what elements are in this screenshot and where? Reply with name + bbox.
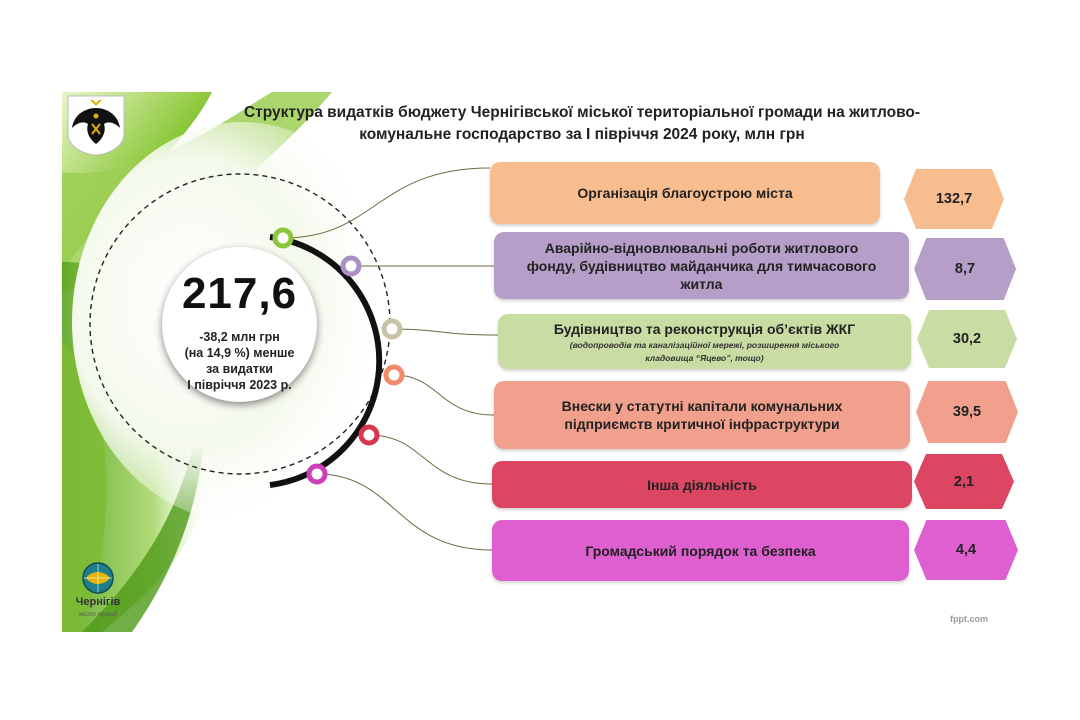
marker-dot-5 (358, 424, 380, 446)
category-card-2: Аварійно-відновлювальні роботи житлового… (494, 232, 909, 299)
note-line-2: (на 14,9 %) менше (184, 346, 295, 360)
total-value: 217,6 (181, 269, 298, 318)
title-line-2: комунальне господарство за І півріччя 20… (359, 126, 805, 143)
title-line-1: Структура видатків бюджету Чернігівської… (243, 104, 921, 121)
marker-dot-3 (381, 318, 403, 340)
category-value-3: 30,2 (917, 310, 1017, 368)
slide-title: Структура видатків бюджету Чернігівської… (172, 102, 992, 146)
connector-line-3 (391, 328, 499, 336)
marker-dot-6 (306, 463, 328, 485)
category-card-3: Будівництво та реконструкція об’єктів ЖК… (498, 314, 911, 369)
marker-dot-1 (272, 227, 294, 249)
category-label-line: Будівництво та реконструкція об’єктів ЖК… (553, 320, 856, 337)
category-label-line: житла (680, 275, 723, 292)
globe-icon (82, 562, 114, 594)
note-line-3: за видатки (206, 362, 273, 376)
category-label-line: Громадський порядок та безпека (585, 542, 816, 559)
category-value-4: 39,5 (916, 381, 1018, 443)
note-line-1: -38,2 млн грн (199, 330, 280, 344)
category-label-line: Внески у статутні капітали комунальних (561, 398, 843, 414)
category-value-2: 8,7 (914, 238, 1016, 300)
connector-line-4 (393, 374, 495, 416)
category-label-line: Організація благоустрою міста (577, 185, 793, 201)
category-note-line: (водопроводів та каналізаційної мережі, … (569, 339, 840, 350)
chernihiv-logo: Чернігів місто легенд (68, 562, 128, 626)
connector-line-1 (282, 167, 491, 239)
category-card-5: Інша діяльність (492, 461, 912, 508)
category-value-5: 2,1 (914, 454, 1014, 509)
category-card-6: Громадський порядок та безпека (492, 520, 909, 581)
slide: Структура видатків бюджету Чернігівської… (62, 92, 1020, 632)
marker-dot-4 (383, 364, 405, 386)
category-note-line: кладовища “Яцево”, тощо) (645, 352, 764, 363)
category-label-line: фонду, будівництво майданчика для тимчас… (526, 257, 877, 274)
marker-dot-2 (340, 255, 362, 277)
footer-brand: fppt.com (950, 614, 988, 624)
category-card-1: Організація благоустрою міста (490, 162, 880, 224)
category-label-line: Інша діяльність (647, 476, 757, 493)
city-name: Чернігів (75, 596, 121, 608)
category-value-6: 4,4 (914, 520, 1018, 580)
total-change-note: -38,2 млн грн (на 14,9 %) менше за видат… (162, 329, 317, 393)
connector-line-6 (316, 473, 493, 551)
connector-diagram (89, 167, 499, 551)
category-value-1: 132,7 (904, 169, 1004, 229)
note-line-4: І півріччя 2023 р. (187, 378, 292, 392)
coat-of-arms-icon (66, 94, 126, 156)
category-card-4: Внески у статутні капітали комунальних пі… (494, 381, 910, 449)
category-label-line: підприємств критичної інфраструктури (564, 416, 840, 432)
connector-line-5 (368, 434, 493, 485)
city-motto: місто легенд (79, 612, 117, 618)
category-label-line: Аварійно-відновлювальні роботи житлового (544, 239, 859, 256)
total-summary-circle: 217,6 -38,2 млн грн (на 14,9 %) менше за… (162, 247, 317, 402)
